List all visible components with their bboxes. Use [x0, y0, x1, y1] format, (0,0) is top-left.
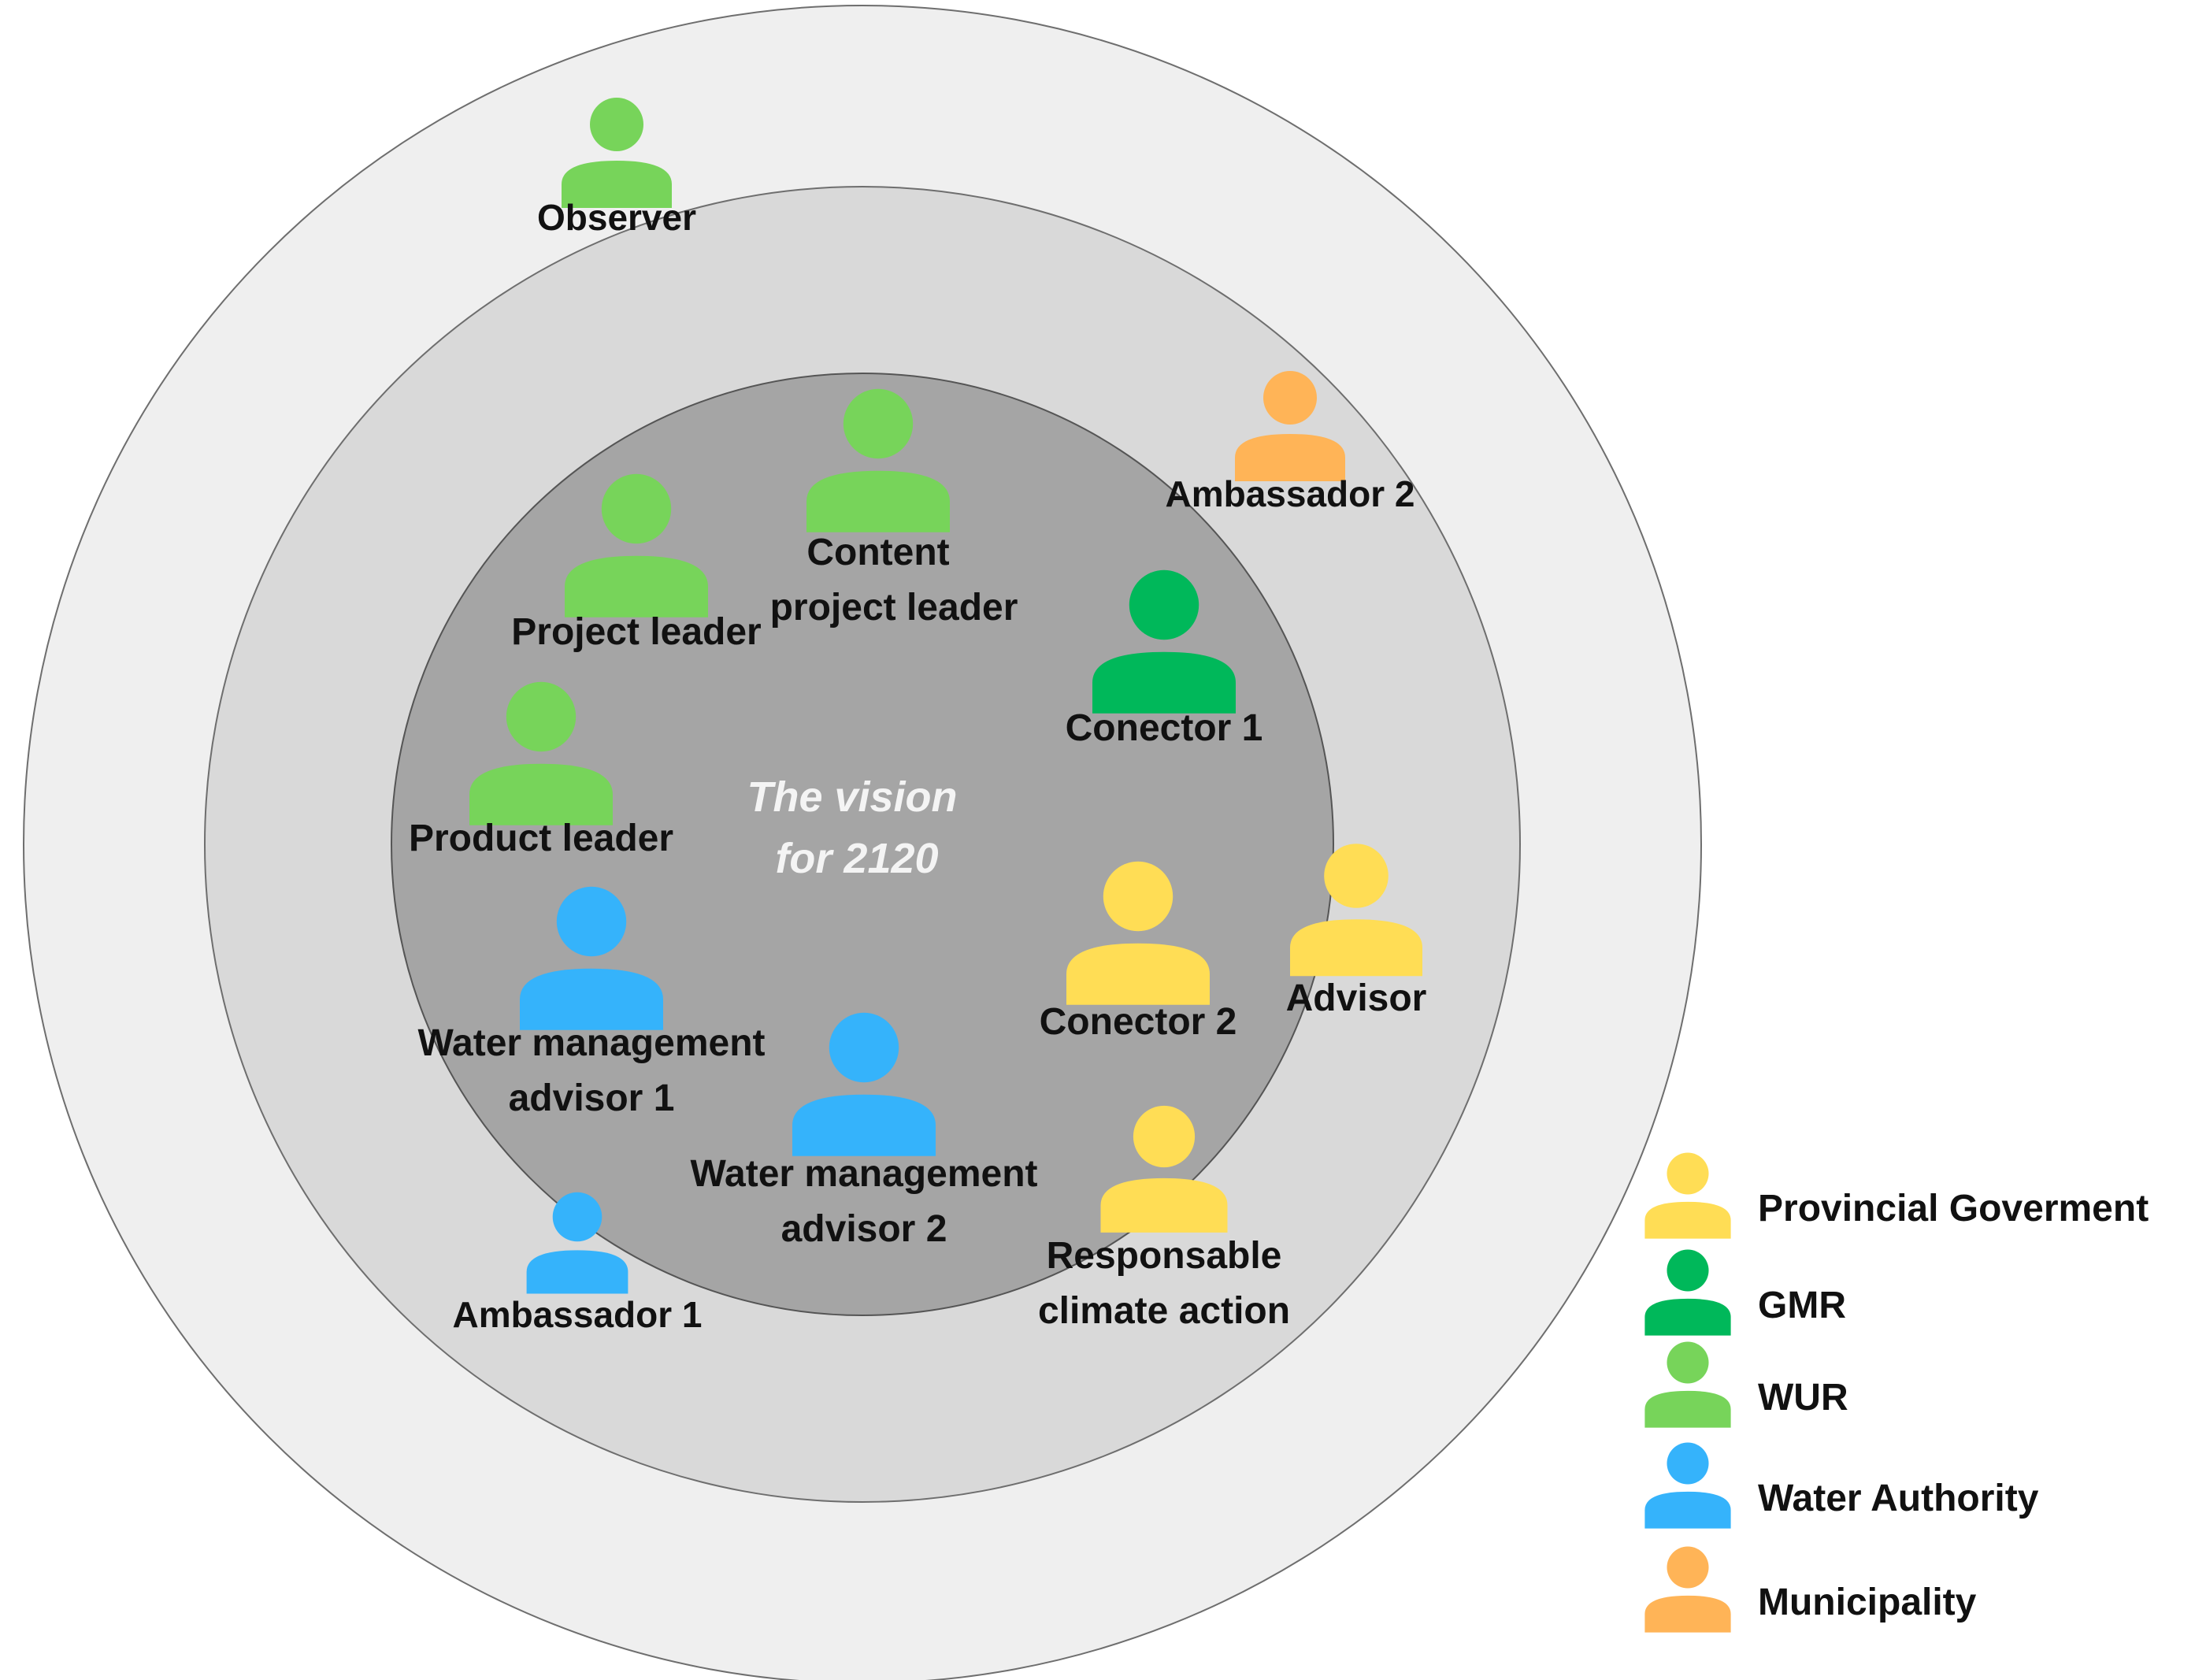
person-ambassador-1: Ambassador 1	[452, 1192, 703, 1335]
person-label-water-management-advisor-2-line1: Water management	[691, 1153, 1038, 1195]
person-icon	[1644, 1546, 1731, 1633]
person-body	[1644, 1390, 1731, 1428]
person-head	[1263, 371, 1317, 425]
person-body	[1644, 1201, 1731, 1239]
person-head	[1667, 1546, 1709, 1589]
person-icon	[792, 1012, 936, 1156]
person-body	[562, 161, 672, 208]
person-head	[556, 886, 627, 957]
person-project-leader: Project leader	[511, 473, 762, 653]
person-body	[1092, 651, 1236, 714]
legend-label-water-authority: Water Authority	[1758, 1478, 2039, 1519]
person-icon	[469, 681, 613, 825]
person-head	[1103, 861, 1174, 932]
person-icon	[562, 98, 672, 208]
person-body	[1290, 919, 1422, 977]
person-label-advisor: Advisor	[1286, 977, 1427, 1019]
person-head	[1667, 1442, 1709, 1485]
legend-label-provincial-goverment: Provincial Goverment	[1758, 1188, 2149, 1229]
person-water-management-advisor-2: Water management advisor 2	[691, 1012, 1038, 1250]
person-icon	[1092, 569, 1236, 714]
person-head	[601, 473, 672, 544]
person-head	[1667, 1249, 1709, 1292]
legend-item-wur: WUR	[1644, 1341, 1848, 1428]
legend-label-municipality: Municipality	[1758, 1582, 1977, 1623]
person-label-water-management-advisor-1-line1: Water management	[418, 1022, 766, 1064]
person-icon	[1644, 1442, 1731, 1529]
center-title-line2: for 2120	[775, 835, 938, 882]
person-head	[1129, 569, 1199, 640]
legend-label-wur: WUR	[1758, 1377, 1848, 1419]
person-label-ambassador-2: Ambassador 2	[1165, 473, 1415, 514]
person-body	[1644, 1491, 1731, 1529]
person-body	[1644, 1298, 1731, 1336]
person-label-responsable-climate-action-line2: climate action	[1038, 1290, 1290, 1332]
person-icon	[1290, 844, 1422, 977]
person-head	[1324, 844, 1389, 908]
person-head	[829, 1012, 899, 1083]
person-water-management-advisor-1: Water management advisor 1	[418, 886, 766, 1119]
person-ambassador-2: Ambassador 2	[1165, 371, 1415, 514]
person-body	[1235, 434, 1345, 481]
person-label-responsable-climate-action-line1: Responsable	[1047, 1235, 1282, 1277]
person-icon	[565, 473, 708, 617]
legend-item-water-authority: Water Authority	[1644, 1442, 2039, 1529]
person-head	[506, 681, 577, 752]
person-label-ambassador-1: Ambassador 1	[452, 1294, 702, 1335]
person-advisor: Advisor	[1286, 844, 1427, 1019]
person-head	[590, 98, 643, 151]
person-product-leader: Product leader	[409, 681, 673, 859]
person-responsable-climate-action: Responsable climate action	[1038, 1105, 1290, 1332]
person-head	[1667, 1341, 1709, 1384]
person-icon	[526, 1192, 628, 1294]
person-label-conector-1: Conector 1	[1066, 707, 1263, 749]
person-label-content-project-leader-line2: project leader	[770, 587, 1018, 629]
legend-item-municipality: Municipality	[1644, 1546, 1977, 1633]
person-icon	[1100, 1105, 1228, 1233]
person-label-product-leader: Product leader	[409, 818, 673, 859]
person-body	[1644, 1595, 1731, 1633]
center-title-line1: The vision	[747, 773, 957, 821]
person-observer: Observer	[537, 98, 696, 238]
person-body	[526, 1250, 628, 1294]
person-label-project-leader: Project leader	[511, 611, 761, 653]
legend-label-gmr: GMR	[1758, 1285, 1846, 1326]
person-icon	[1066, 861, 1210, 1005]
person-label-observer: Observer	[537, 197, 696, 238]
person-icon	[1644, 1152, 1731, 1239]
person-icon	[520, 886, 663, 1030]
person-body	[1100, 1177, 1228, 1233]
person-icon	[806, 388, 950, 532]
person-body	[792, 1094, 936, 1156]
person-icon	[1644, 1249, 1731, 1336]
person-body	[806, 470, 950, 532]
person-head	[1667, 1152, 1709, 1195]
person-icon	[1644, 1341, 1731, 1428]
person-content-project-leader: Content project leader	[770, 388, 1018, 629]
person-conector-1: Conector 1	[1066, 569, 1263, 749]
person-label-water-management-advisor-2-line2: advisor 2	[781, 1208, 947, 1250]
person-body	[469, 763, 613, 825]
person-head	[1133, 1105, 1196, 1168]
person-head	[843, 388, 914, 459]
legend-item-provincial-goverment: Provincial Goverment	[1644, 1152, 2149, 1239]
person-body	[565, 555, 708, 617]
person-head	[552, 1192, 603, 1242]
person-label-conector-2: Conector 2	[1040, 1001, 1237, 1043]
person-label-water-management-advisor-1-line2: advisor 1	[509, 1077, 675, 1119]
person-icon	[1235, 371, 1345, 481]
legend-item-gmr: GMR	[1644, 1249, 1846, 1336]
person-body	[520, 968, 663, 1030]
person-conector-2: Conector 2	[1040, 861, 1237, 1043]
person-label-content-project-leader-line1: Content	[806, 532, 949, 573]
person-body	[1066, 943, 1210, 1005]
